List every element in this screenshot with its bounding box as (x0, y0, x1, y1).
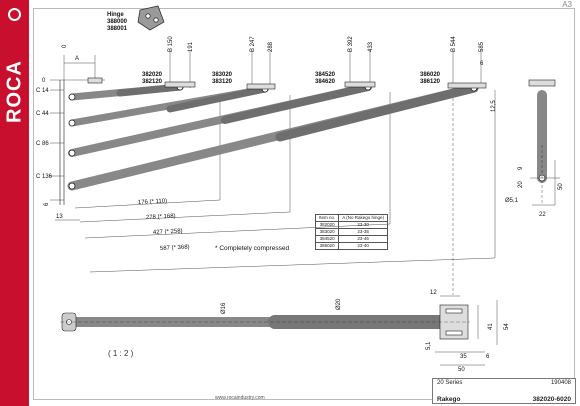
side-dim-diameter: Ø5,1 (505, 198, 519, 204)
dim-length-1: 176 (* 110) (138, 198, 168, 206)
model-1-top: 191 (188, 41, 194, 52)
title-date: 190408 (550, 380, 571, 386)
diameter-20: Ø20 (336, 298, 342, 310)
hinge-code-2: 388001 (107, 26, 128, 32)
brand-mark-icon (8, 8, 21, 21)
model-2-code-b: 383120 (212, 79, 233, 85)
sheet-size-label: A3 (562, 0, 572, 9)
table-cell: 386020 (314, 242, 340, 250)
bottom-dim-54: 54 (504, 323, 510, 330)
dim-c44: C 44 (36, 111, 49, 117)
model-1-b-label: B 150 (168, 36, 174, 52)
table-header: Item no. (314, 214, 340, 222)
compressed-note: * Completely compressed (215, 245, 289, 252)
bottom-dim-50: 50 (458, 367, 465, 373)
table-header: A (No Rakego hinge) (338, 214, 389, 222)
model-2-top: 288 (268, 41, 274, 52)
bottom-dim-5-1: 5,1 (426, 341, 432, 350)
bottom-dim-41: 41 (488, 323, 494, 330)
table-cell: 382020 (314, 221, 340, 229)
table-cell: 23-40 (338, 242, 389, 250)
bottom-dim-12: 12 (430, 290, 437, 296)
brand-bar: ROCA (0, 0, 29, 406)
model-3-code-b: 384620 (315, 79, 336, 85)
side-dim-6: 6 (480, 61, 484, 67)
model-3-code-a: 384520 (315, 72, 336, 78)
dim-length-2: 278 (* 168) (146, 213, 176, 221)
title-code: 382020-6020 (532, 396, 571, 403)
side-dim-20: 20 (518, 181, 524, 188)
model-2-b-label: B 247 (250, 36, 256, 52)
diameter-16: Ø16 (221, 302, 227, 314)
title-series: 20 Series (437, 380, 463, 386)
dim-c14: C 14 (36, 88, 49, 94)
model-3-top: 433 (368, 41, 374, 52)
dim-length-3: 427 (* 258) (153, 228, 183, 236)
table-cell: 23-46 (338, 235, 389, 243)
bottom-dim-6: 6 (486, 354, 490, 360)
model-4-b-label: B 544 (451, 36, 457, 52)
dim-length-4: 587 (* 368) (160, 244, 190, 252)
website-url[interactable]: www.rocaindustry.com (215, 395, 265, 401)
title-name: Rakego (437, 396, 461, 403)
dim-thirteen: 13 (56, 214, 63, 220)
side-dim-12-5: 12,5 (491, 100, 497, 112)
scale-label: ( 1 : 2 ) (108, 349, 134, 358)
drawing-frame (33, 8, 575, 400)
model-1-code-a: 382020 (142, 72, 163, 78)
hinge-code-1: 388000 (107, 19, 128, 25)
dim-zero-horizontal: 0 (42, 78, 46, 84)
model-4-top: 585 (479, 41, 485, 52)
model-4-code-a: 386020 (420, 72, 441, 78)
side-dim-9: 9 (518, 166, 524, 170)
table-cell: 23-30 (338, 221, 389, 229)
side-dim-50: 50 (558, 183, 564, 190)
dim-c136: C 136 (36, 174, 53, 180)
dim-c86: C 86 (36, 141, 49, 147)
dim-zero-vertical: 0 (62, 44, 68, 48)
table-cell: 383020 (314, 228, 340, 236)
dim-six-left: 6 (44, 202, 50, 206)
title-block: 20 Series 190408 Rakego 382020-6020 (432, 378, 576, 404)
dim-a-label: A (75, 56, 79, 62)
model-4-code-b: 386120 (420, 79, 441, 85)
table-cell: 23-35 (338, 228, 389, 236)
model-2-code-a: 383020 (212, 72, 233, 78)
model-1-code-b: 382120 (142, 79, 163, 85)
table-cell: 384520 (314, 235, 340, 243)
bottom-dim-35: 35 (460, 354, 467, 360)
side-dim-22: 22 (539, 212, 546, 218)
hinge-label: Hinge (107, 12, 124, 18)
model-3-b-label: B 392 (348, 36, 354, 52)
